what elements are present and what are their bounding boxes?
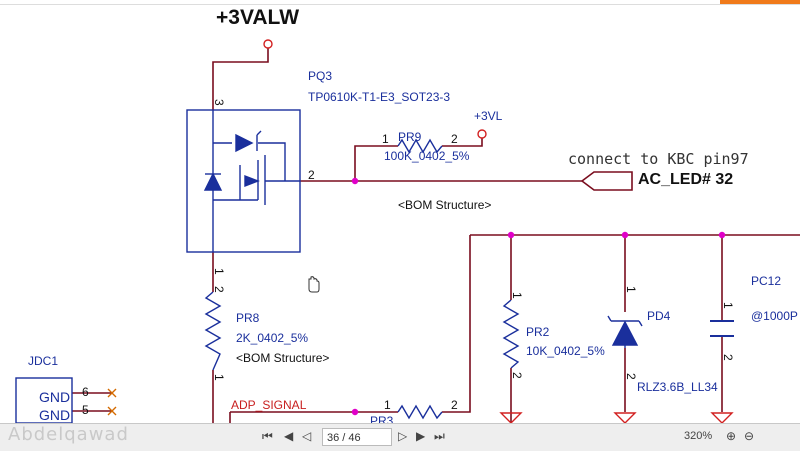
next-page-button[interactable]: ▶ xyxy=(416,429,426,443)
label-pr9-pin1: 1 xyxy=(382,132,389,146)
pdf-viewer-toolbar: ⏮ ◀ ◁ 36 / 46 ▷ ▶ ⏭ 320% ⊕ ⊖ xyxy=(0,423,800,451)
wire-3valw-drop xyxy=(212,48,269,110)
pd4-bar xyxy=(607,315,643,327)
watermark: Abdelqawad xyxy=(8,424,129,445)
label-pd4: PD4 xyxy=(647,309,671,323)
viewer-top-border xyxy=(0,4,800,5)
page-number-input[interactable]: 36 / 46 xyxy=(322,428,392,446)
wire-pr9-right xyxy=(442,138,483,147)
pq3-top-link xyxy=(258,142,286,181)
power-3vl-circle xyxy=(477,129,487,139)
label-pq3: PQ3 xyxy=(308,69,332,83)
label-pc12-value: @1000P xyxy=(751,309,798,323)
label-pr9-pin2: 2 xyxy=(451,132,458,146)
label-bom-1: <BOM Structure> xyxy=(398,198,491,212)
gnd-pc12-symbol xyxy=(710,412,734,423)
label-rail-3valw: +3VALW xyxy=(216,6,299,29)
junction-bus-pd4 xyxy=(621,231,629,239)
label-pr8: PR8 xyxy=(236,311,260,325)
label-pc12: PC12 xyxy=(751,274,781,288)
hand-cursor-icon xyxy=(308,276,320,293)
junction-bus-pr2 xyxy=(507,231,515,239)
pr3-zigzag xyxy=(397,404,443,420)
wire-pr9-left xyxy=(354,145,398,181)
label-pr9: PR9 xyxy=(398,130,422,144)
pq3-arrow xyxy=(244,174,260,188)
label-jdc1: JDC1 xyxy=(28,354,58,368)
zoom-in-icon[interactable]: ⊕ xyxy=(726,429,737,443)
label-pr3: PR3 xyxy=(370,414,394,423)
label-kbc-note: connect to KBC pin97 xyxy=(568,150,749,168)
wires xyxy=(72,48,800,423)
pd4-triangle xyxy=(611,320,639,346)
label-rail-3vl: +3VL xyxy=(474,109,503,123)
label-jdc1-pin5: 5 xyxy=(82,403,89,417)
label-pq3-pin3: 3 xyxy=(212,99,226,106)
page-back-button[interactable]: ◁ xyxy=(302,429,312,443)
label-pr2-pin1: 1 xyxy=(510,292,524,299)
label-pr8-pin2: 2 xyxy=(212,286,226,293)
pq3-zener-bar xyxy=(256,130,262,151)
label-pr2-value: 10K_0402_5% xyxy=(526,344,605,358)
ac-led-offpage-connector xyxy=(580,171,633,191)
label-jdc1-pin6: 6 xyxy=(82,385,89,399)
label-pq3-part: TP0610K-T1-E3_SOT23-3 xyxy=(308,90,450,104)
label-pd4-pin1: 1 xyxy=(624,286,638,293)
wire-bus-down xyxy=(442,235,471,413)
label-bom-2: <BOM Structure> xyxy=(236,351,329,365)
viewer-top-accent xyxy=(720,0,800,4)
gnd-pd4-symbol xyxy=(613,412,637,423)
label-pr2: PR2 xyxy=(526,325,550,339)
schematic-labels: +3VALW PQ3 TP0610K-T1-E3_SOT23-3 +3VL PR… xyxy=(28,6,798,423)
first-page-button[interactable]: ⏮ xyxy=(262,429,273,443)
pr9-zigzag xyxy=(397,138,443,154)
label-pr3-pin1: 1 xyxy=(384,398,391,412)
junction-gate-pr9 xyxy=(351,177,359,185)
pq3-body-diode xyxy=(203,172,223,191)
label-pr8-value: 2K_0402_5% xyxy=(236,331,308,345)
resistors xyxy=(204,138,520,420)
label-pr9-value: 100K_0402_5% xyxy=(384,149,470,163)
pd4-zener-diode xyxy=(607,315,643,348)
pq3-zener-top xyxy=(235,133,254,153)
jdc1-nc-mark-5 xyxy=(107,406,117,416)
zoom-level[interactable]: 320% xyxy=(684,430,713,442)
gnd-pr2-symbol xyxy=(499,412,523,423)
pc12-capacitor xyxy=(710,320,734,337)
label-pr8-pin1: 1 xyxy=(212,374,226,381)
junction-adp-pr3 xyxy=(351,408,359,416)
label-pr3-pin2: 2 xyxy=(451,398,458,412)
prev-page-button[interactable]: ◀ xyxy=(284,429,294,443)
label-adp-signal: ADP_SIGNAL xyxy=(231,398,307,412)
jdc1-nc-mark-6 xyxy=(107,388,117,398)
label-pc12-pin1: 1 xyxy=(721,302,735,309)
label-pc12-pin2: 2 xyxy=(721,354,735,361)
label-pr2-pin2: 2 xyxy=(510,372,524,379)
pr2-zigzag xyxy=(502,299,520,369)
jdc1-body xyxy=(15,377,73,423)
jdc1-connector xyxy=(15,377,117,423)
label-jdc1-gnd-1: GND xyxy=(39,389,70,405)
pr8-zigzag xyxy=(204,291,222,371)
schematic-canvas: +3VALW PQ3 TP0610K-T1-E3_SOT23-3 +3VL PR… xyxy=(15,6,800,423)
label-pd4-part: RLZ3.6B_LL34 xyxy=(637,380,718,394)
power-symbols xyxy=(263,39,734,423)
zoom-out-icon[interactable]: ⊖ xyxy=(744,429,755,443)
pq3-mosfet xyxy=(186,109,301,253)
power-3valw-circle xyxy=(263,39,273,49)
label-pq3-pin2: 2 xyxy=(308,168,315,182)
junction-bus-pc12 xyxy=(718,231,726,239)
label-ac-led: AC_LED# 32 xyxy=(638,171,733,188)
junctions xyxy=(351,177,726,416)
page-forward-button[interactable]: ▷ xyxy=(398,429,408,443)
label-pd4-pin2: 2 xyxy=(624,373,638,380)
label-jdc1-gnd-2: GND xyxy=(39,407,70,423)
label-pq3-pin1: 1 xyxy=(212,268,226,275)
last-page-button[interactable]: ⏭ xyxy=(434,429,445,443)
